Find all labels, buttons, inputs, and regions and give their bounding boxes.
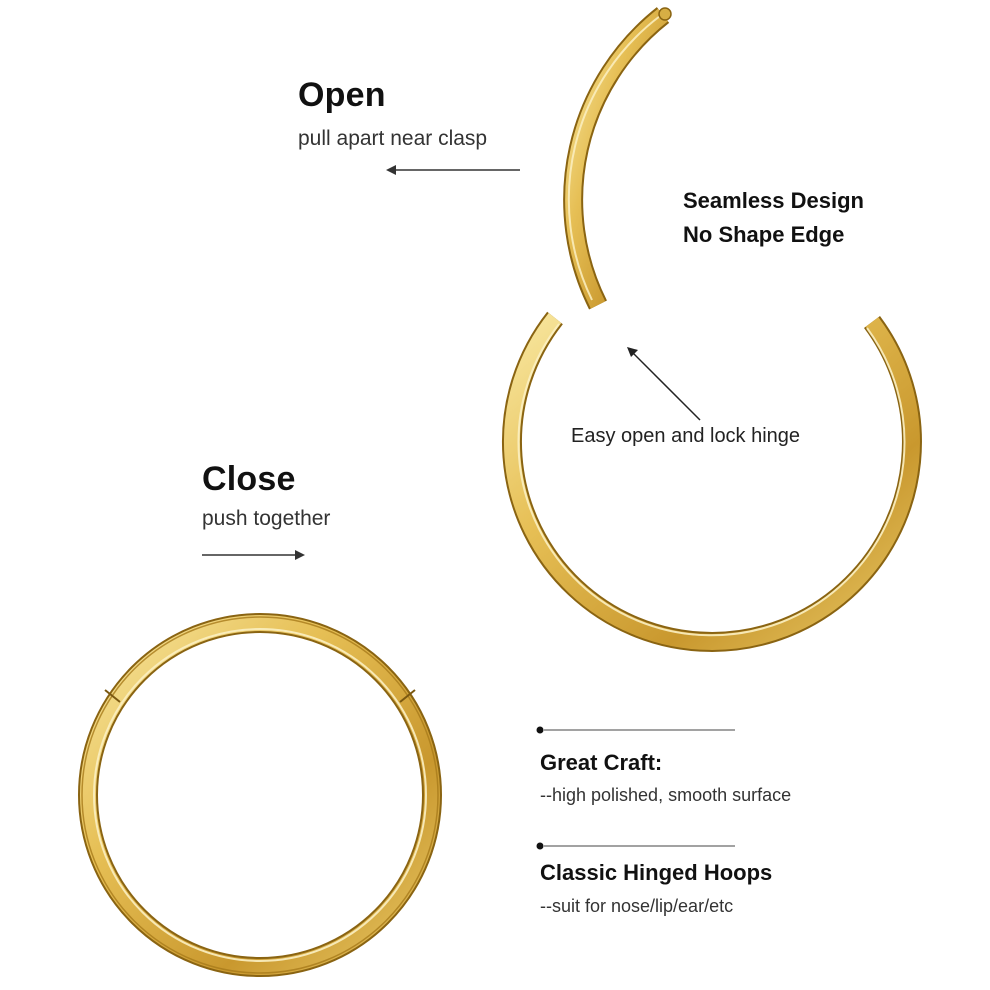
open-hoop-hinge-segment [563, 7, 672, 310]
open-title: Open [298, 76, 386, 114]
feature-title-craft: Great Craft: [540, 750, 663, 775]
arrow-right-icon [202, 550, 305, 560]
open-hoop-ring [502, 311, 922, 652]
bullet-dot-icon [536, 726, 735, 734]
arrow-left-icon [386, 165, 520, 175]
hinge-label: Easy open and lock hinge [571, 425, 801, 447]
bullet-dot-icon [536, 842, 735, 850]
feature-desc-hoops: --suit for nose/lip/ear/etc [540, 896, 734, 916]
feature-desc-craft: --high polished, smooth surface [540, 785, 792, 805]
arrow-pointer-icon [627, 347, 701, 421]
open-subtitle: pull apart near clasp [298, 127, 488, 150]
seamless-design-line2: No Shape Edge [683, 222, 845, 247]
seamless-design-line1: Seamless Design [683, 188, 864, 213]
close-title: Close [202, 460, 296, 498]
close-subtitle: push together [202, 507, 331, 530]
closed-hoop-ring [78, 613, 442, 977]
feature-title-hoops: Classic Hinged Hoops [540, 860, 773, 885]
